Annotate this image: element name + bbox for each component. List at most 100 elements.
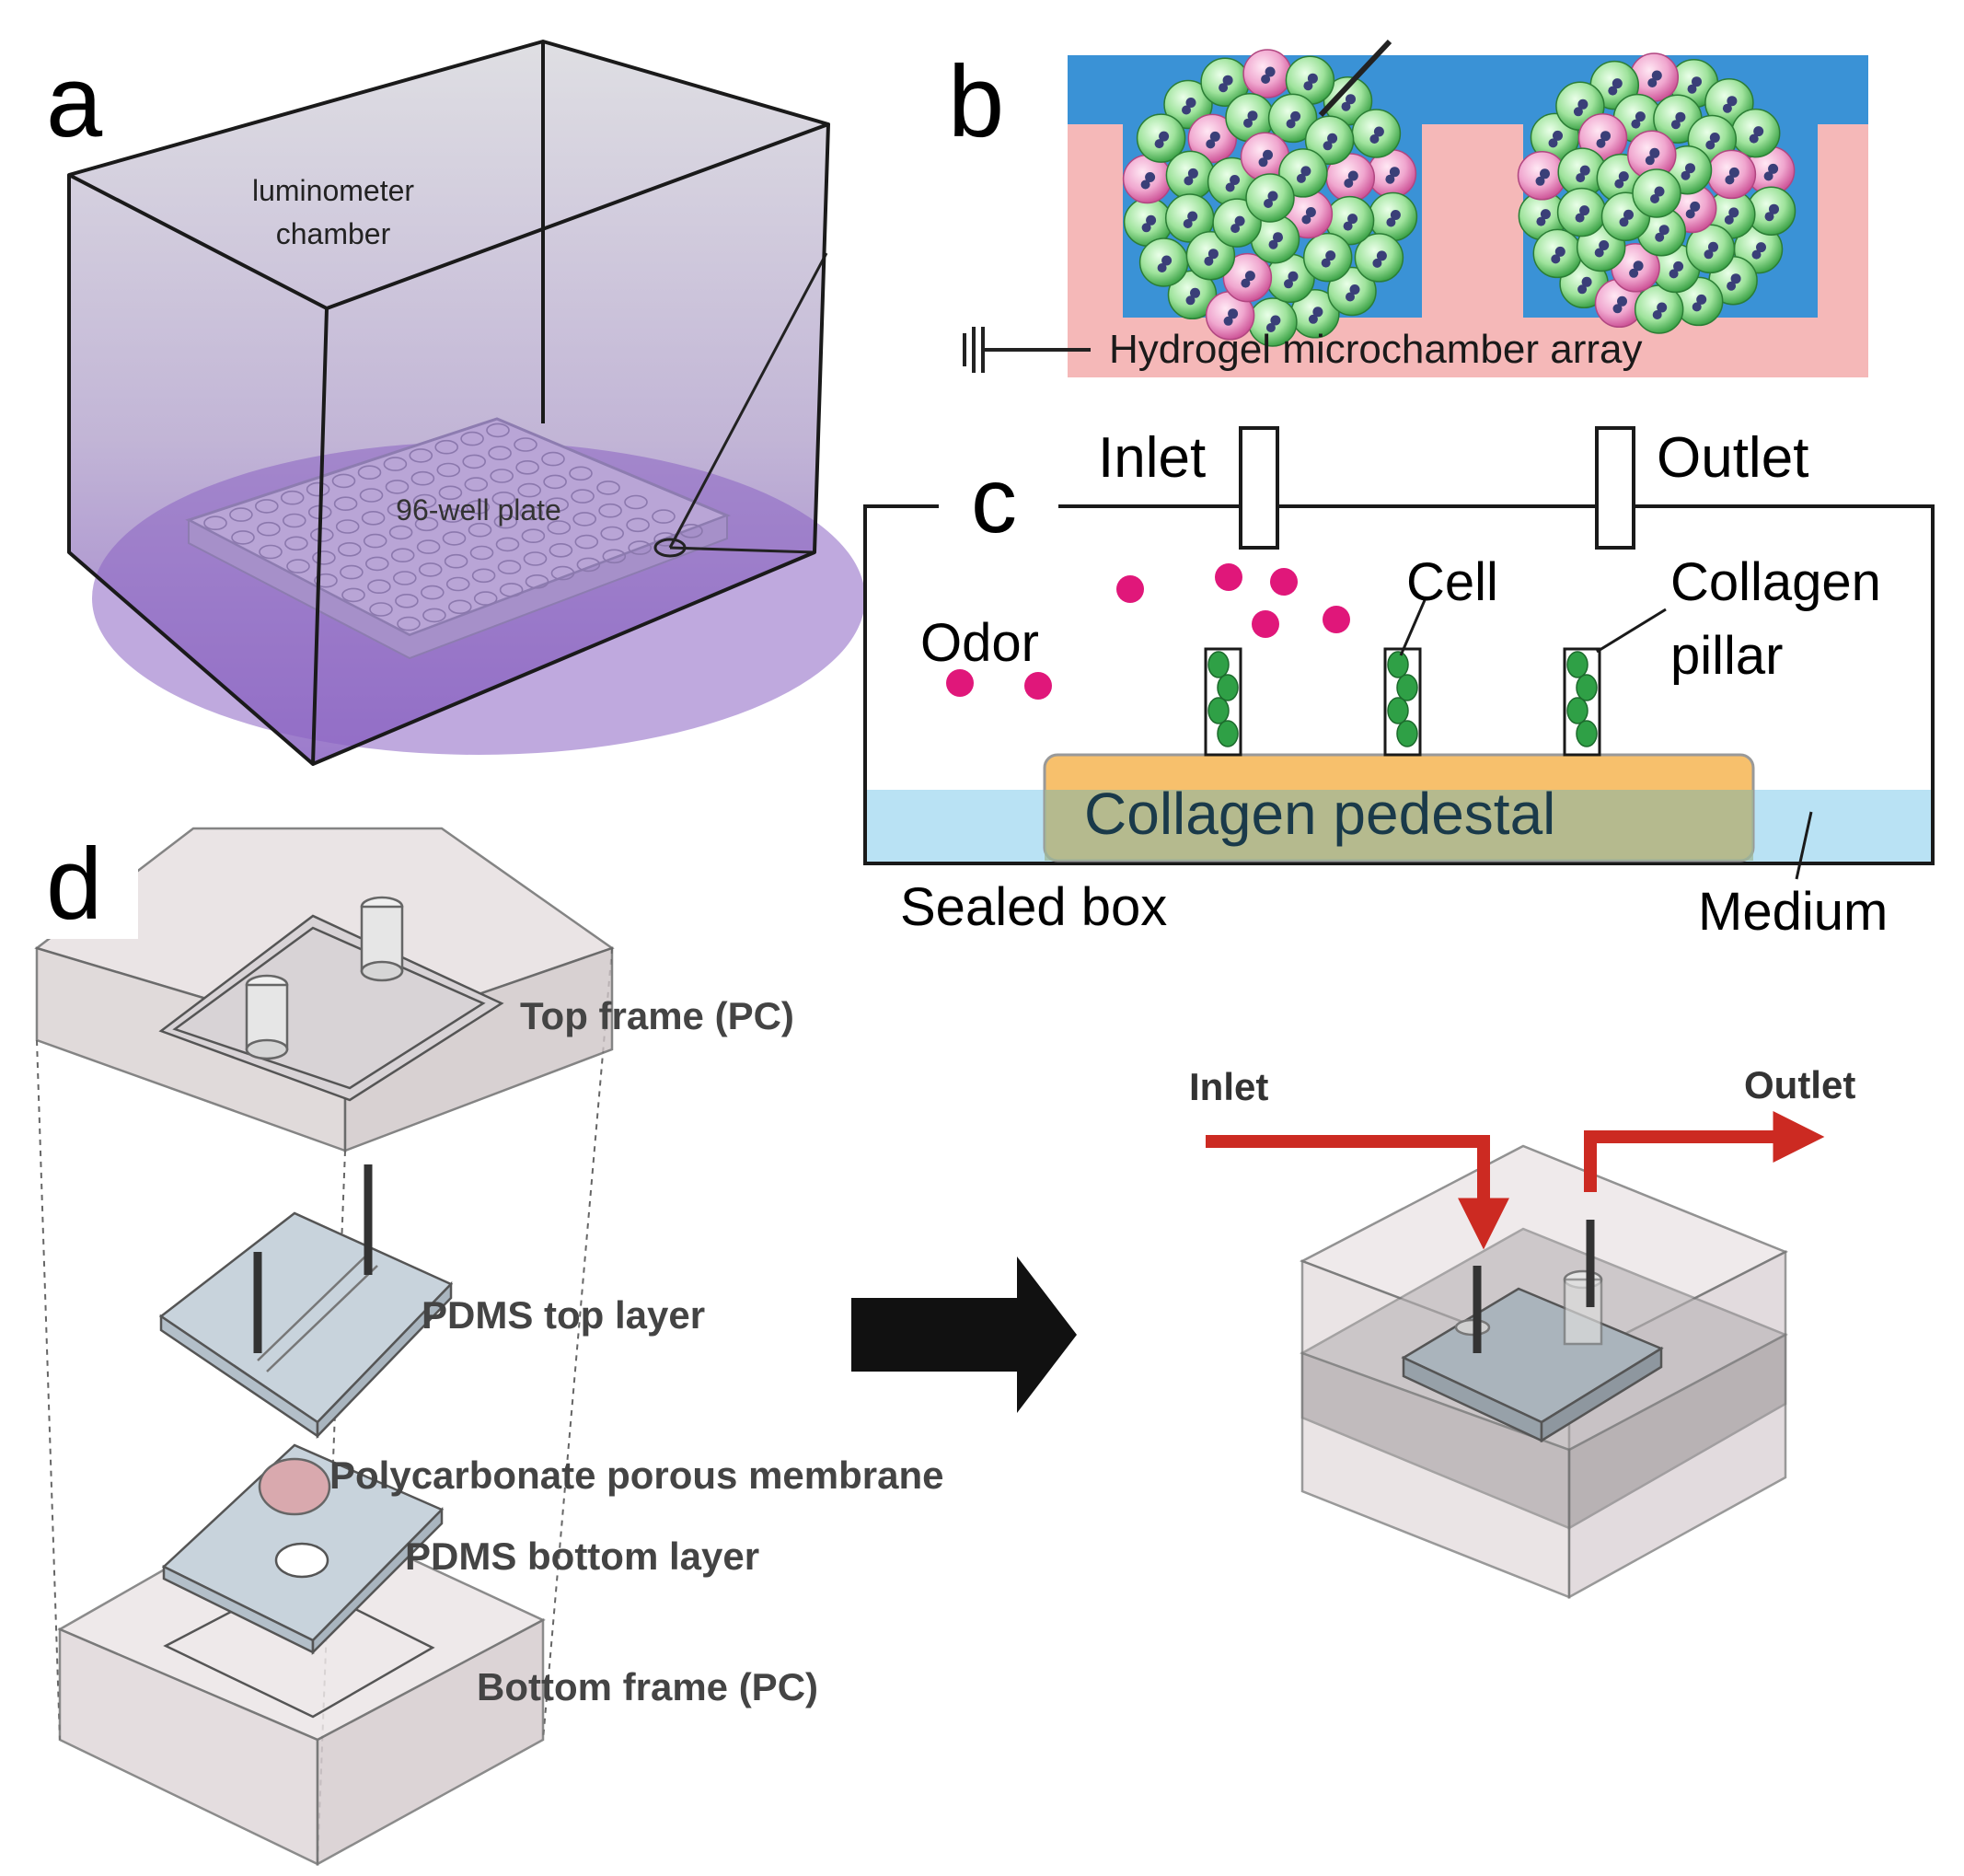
assembled-device: [1299, 1144, 1789, 1600]
well: [385, 480, 410, 494]
well-plate-edge: [188, 514, 728, 660]
well: [434, 439, 459, 455]
panel-c-letter: c: [971, 449, 1017, 552]
cell-nucleus: [1692, 302, 1702, 312]
well: [229, 507, 253, 522]
pillar-cell: [1217, 674, 1239, 701]
collagen-pillars: [1204, 647, 1601, 757]
cell-nucleus: [1675, 111, 1686, 122]
well: [395, 593, 419, 608]
well: [515, 459, 539, 475]
cell-nucleus: [1540, 209, 1551, 220]
panel-a-letter: a: [46, 45, 103, 158]
cell-nucleus: [1657, 302, 1668, 313]
pillar-pointer: [1596, 608, 1667, 654]
cell-nucleus: [1263, 149, 1273, 160]
well: [410, 470, 435, 486]
cell-nucleus: [1594, 248, 1604, 258]
pillar-cell: [1566, 697, 1589, 724]
cell-nucleus: [1140, 179, 1150, 190]
well: [464, 477, 489, 492]
inlet-label: Inlet: [1098, 426, 1206, 490]
well: [359, 488, 384, 503]
cell-nucleus: [1161, 255, 1173, 266]
chamber-label-line1: luminometer: [252, 174, 414, 207]
cell-nucleus: [1185, 98, 1196, 108]
cell-nucleus: [1323, 141, 1333, 151]
cell-nucleus: [1190, 287, 1200, 298]
well: [602, 549, 627, 564]
well: [412, 493, 437, 509]
cell-nucleus: [1373, 126, 1384, 137]
cell-nucleus: [1658, 225, 1669, 236]
well: [445, 576, 470, 592]
cell-nucleus: [1599, 240, 1610, 250]
cell-nucleus: [1234, 215, 1245, 226]
well: [363, 533, 387, 549]
hydrogel-array-label: Hydrogel microchamber array: [1109, 327, 1643, 372]
well: [442, 531, 467, 546]
well: [469, 545, 494, 561]
cell-nucleus: [1768, 163, 1779, 174]
well: [550, 565, 575, 581]
cell-nucleus: [1654, 186, 1665, 197]
cell-nucleus: [1228, 308, 1239, 319]
well: [257, 521, 281, 537]
cell-nucleus: [1635, 111, 1646, 122]
well: [624, 494, 648, 510]
pillar-cell: [1387, 651, 1409, 678]
cell-nucleus: [1730, 273, 1741, 284]
porous-membrane: [258, 1457, 331, 1516]
cell-nucleus: [1575, 213, 1585, 223]
cell-nucleus: [1308, 314, 1318, 324]
well: [414, 516, 439, 532]
cell-nucleus: [1722, 103, 1732, 113]
plate-label: 96-well plate: [396, 493, 561, 527]
cell-nucleus: [1724, 214, 1734, 225]
cell-nucleus: [1608, 86, 1618, 96]
well: [495, 537, 520, 552]
cell-nucleus: [1307, 73, 1318, 84]
cell-nucleus: [1696, 294, 1707, 305]
well: [491, 491, 516, 506]
medium-pointer: [1795, 811, 1813, 880]
cell-nucleus: [1579, 165, 1590, 176]
bottom-frame-label: Bottom frame (PC): [477, 1665, 818, 1708]
cell-nucleus: [1727, 96, 1738, 107]
well: [547, 520, 572, 535]
well: [203, 515, 227, 531]
cell-nucleus: [1705, 140, 1716, 150]
pdms-top-label: PDMS top layer: [422, 1293, 705, 1337]
well: [488, 446, 512, 461]
well: [572, 512, 597, 527]
well: [335, 519, 360, 534]
well: [383, 457, 408, 471]
cell-nucleus: [1183, 219, 1193, 228]
well: [388, 525, 413, 540]
well: [466, 500, 491, 515]
cell-nucleus: [1265, 66, 1276, 77]
well: [438, 485, 463, 501]
well: [499, 583, 524, 597]
pillar-cell: [1387, 697, 1409, 724]
cell-nucleus: [1390, 210, 1401, 220]
membrane-label: Polycarbonate porous membrane: [329, 1453, 944, 1497]
cell-nucleus: [1576, 173, 1586, 183]
well: [409, 448, 433, 463]
spheroid-right: [1517, 52, 1796, 334]
well: [284, 536, 308, 551]
cell-nucleus: [1346, 94, 1356, 105]
cell-nucleus: [1264, 199, 1273, 208]
cell-nucleus: [1573, 107, 1583, 117]
cell-nucleus: [1325, 250, 1336, 261]
cell-nucleus: [1629, 268, 1639, 278]
odor-molecule: [1116, 575, 1144, 603]
cell-nucleus: [1273, 232, 1283, 243]
outlet-port: [1595, 426, 1635, 550]
cell-nucleus: [1692, 76, 1702, 87]
spheroid-left: [1122, 49, 1418, 347]
cell-nucleus: [1749, 133, 1759, 144]
well: [473, 591, 498, 606]
cell-nucleus: [1346, 292, 1355, 302]
